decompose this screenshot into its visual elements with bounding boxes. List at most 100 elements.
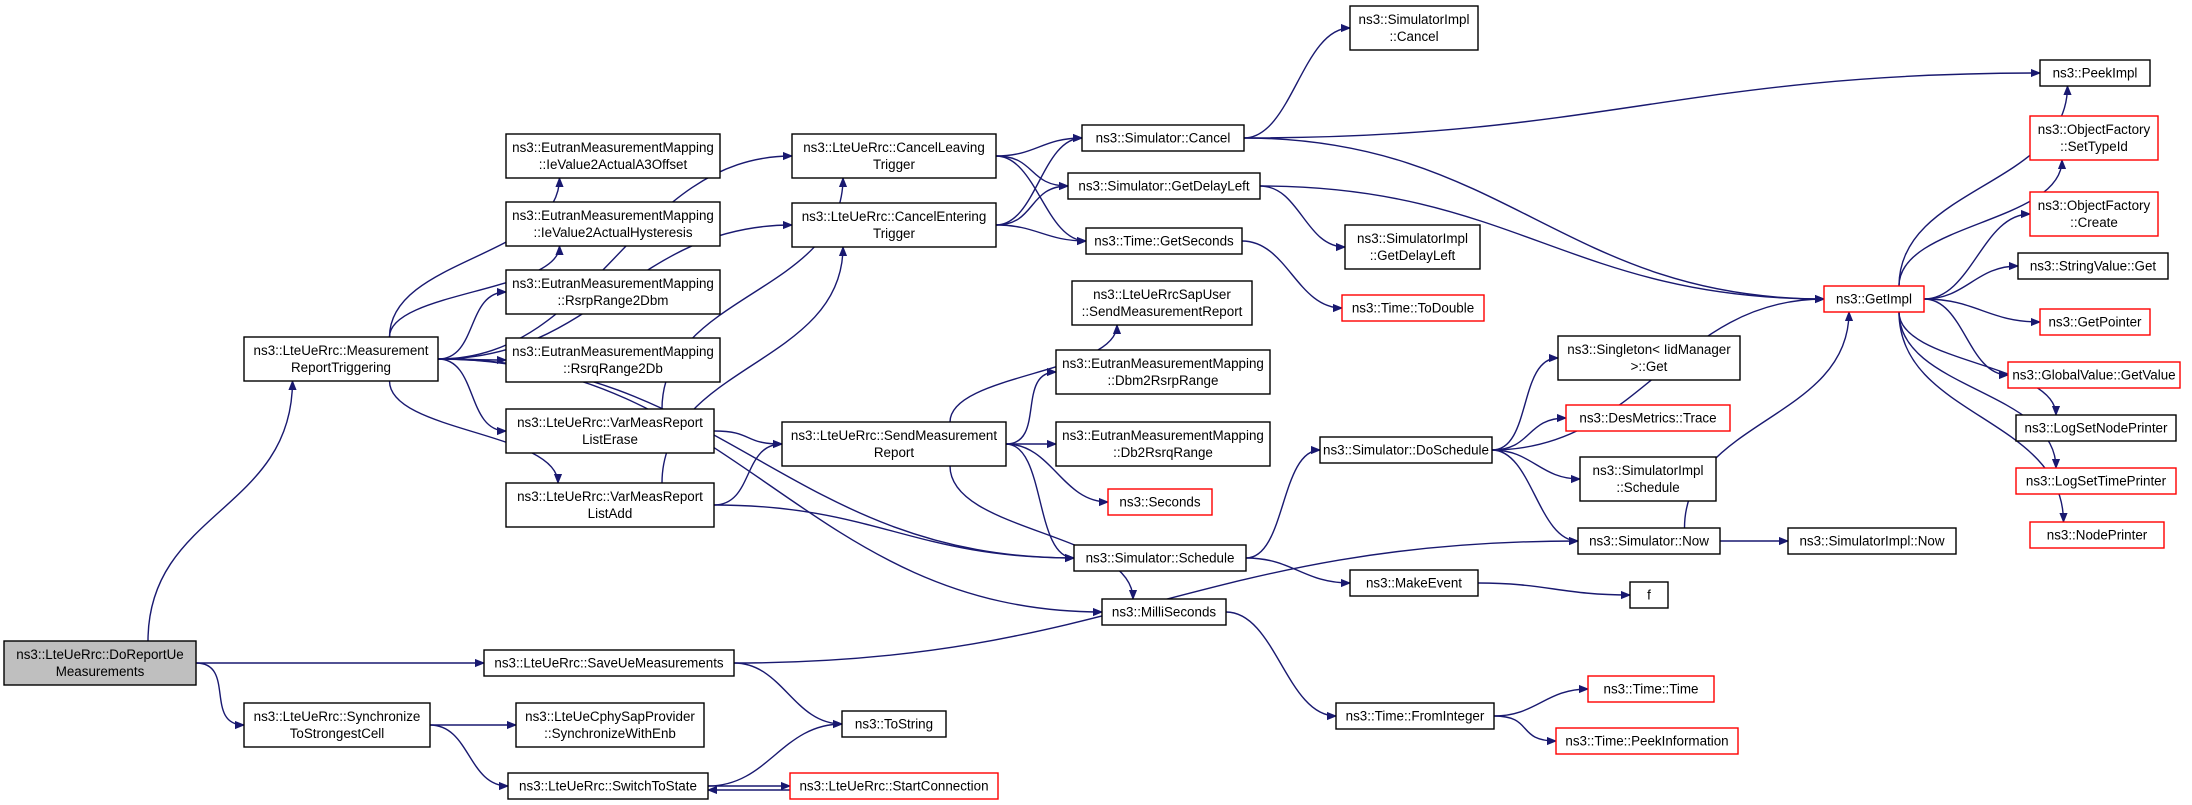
edge-time-get-seconds-to-time-to-double (1241, 240, 1342, 308)
node-seconds[interactable]: ns3::Seconds (1107, 488, 1213, 516)
edge-line (1898, 311, 2056, 468)
node-label: ns3::ObjectFactory (2038, 122, 2151, 137)
edge-line (437, 358, 506, 431)
node-label: ::Schedule (1616, 480, 1679, 495)
node-label: ns3::LteUeRrc::SendMeasurement (791, 428, 997, 443)
node-ie-value2-actual-a3-offset[interactable]: ns3::EutranMeasurementMapping::IeValue2A… (505, 133, 721, 179)
node-label: ns3::LteUeRrc::CancelEntering (802, 209, 987, 224)
node-node-printer[interactable]: ns3::NodePrinter (2029, 521, 2165, 549)
edge-line (707, 724, 842, 787)
node-label: ns3::Time::GetSeconds (1094, 234, 1234, 249)
edge-line (1245, 557, 1350, 583)
node-box (1067, 172, 1261, 200)
node-box (1629, 581, 1669, 609)
edge-measurement-report-triggering-to-cancel-leaving-trigger (437, 156, 792, 360)
node-time-peek-information[interactable]: ns3::Time::PeekInformation (1555, 727, 1739, 755)
node-measurement-report-triggering[interactable]: ns3::LteUeRrc::MeasurementReportTriggeri… (243, 336, 439, 382)
edge-line (995, 155, 1086, 241)
edge-simulator-cancel-to-get-impl (1243, 137, 1824, 299)
node-label: f (1647, 588, 1651, 603)
node-simulator-now[interactable]: ns3::Simulator::Now (1577, 527, 1721, 555)
node-ie-value2-actual-hysteresis[interactable]: ns3::EutranMeasurementMapping::IeValue2A… (505, 201, 721, 247)
node-label: ns3::PeekImpl (2053, 66, 2138, 81)
node-dbm2-rsrp-range[interactable]: ns3::EutranMeasurementMapping::Dbm2RsrpR… (1055, 349, 1271, 395)
edge-line (995, 138, 1082, 157)
edge-line (1491, 358, 1558, 451)
edge-line (995, 186, 1068, 226)
node-make-event[interactable]: ns3::MakeEvent (1349, 569, 1479, 597)
node-f[interactable]: f (1629, 581, 1669, 609)
node-log-set-time-printer[interactable]: ns3::LogSetTimePrinter (2015, 467, 2177, 495)
node-label: ns3::EutranMeasurementMapping (512, 344, 714, 359)
edge-cancel-entering-trigger-to-simulator-cancel (995, 138, 1082, 226)
edge-simulator-schedule-to-make-event (1245, 557, 1350, 583)
node-object-factory-set-type-id[interactable]: ns3::ObjectFactory::SetTypeId (2029, 115, 2159, 161)
node-simulator-impl-cancel[interactable]: ns3::SimulatorImpl::Cancel (1349, 5, 1479, 51)
node-to-string[interactable]: ns3::ToString (841, 710, 947, 738)
edge-line (995, 155, 1068, 186)
edge-line (949, 325, 1117, 423)
node-label: ns3::LteUeRrc::Measurement (254, 343, 429, 358)
node-des-metrics-trace[interactable]: ns3::DesMetrics::Trace (1565, 404, 1731, 432)
node-db2-rsrq-range[interactable]: ns3::EutranMeasurementMapping::Db2RsrqRa… (1055, 421, 1271, 467)
node-label: ns3::LteUeRrc::DoReportUe (16, 647, 183, 662)
node-label: ns3::Simulator::Now (1589, 534, 1709, 549)
node-label: ns3::Simulator::Cancel (1096, 131, 1231, 146)
node-box (3, 640, 197, 686)
node-synchronize-to-strongest-cell[interactable]: ns3::LteUeRrc::SynchronizeToStrongestCel… (243, 702, 431, 748)
node-simulator-cancel[interactable]: ns3::Simulator::Cancel (1081, 124, 1245, 152)
node-send-measurement-report-user[interactable]: ns3::LteUeRrcSapUser::SendMeasurementRep… (1071, 280, 1253, 326)
node-label: ns3::GetImpl (1836, 292, 1912, 307)
node-box (2029, 521, 2165, 549)
node-time-to-double[interactable]: ns3::Time::ToDouble (1341, 294, 1485, 322)
edge-cancel-leaving-trigger-to-simulator-get-delay-left (995, 155, 1068, 186)
node-log-set-node-printer[interactable]: ns3::LogSetNodePrinter (2015, 414, 2177, 442)
node-simulator-schedule[interactable]: ns3::Simulator::Schedule (1073, 544, 1247, 572)
node-box (2029, 191, 2159, 237)
node-label: ::SetTypeId (2060, 139, 2128, 154)
node-simulator-impl-schedule[interactable]: ns3::SimulatorImpl::Schedule (1579, 456, 1717, 502)
node-rsrp-range2-dbm[interactable]: ns3::EutranMeasurementMapping::RsrpRange… (505, 269, 721, 315)
node-simulator-get-delay-left[interactable]: ns3::Simulator::GetDelayLeft (1067, 172, 1261, 200)
node-get-impl[interactable]: ns3::GetImpl (1823, 285, 1925, 313)
node-simulator-impl-now[interactable]: ns3::SimulatorImpl::Now (1787, 527, 1957, 555)
node-box (1555, 727, 1739, 755)
node-peek-impl[interactable]: ns3::PeekImpl (2039, 59, 2151, 87)
node-singleton-get[interactable]: ns3::Singleton< IidManager>::Get (1557, 335, 1741, 381)
node-box (505, 337, 721, 383)
node-object-factory-create[interactable]: ns3::ObjectFactory::Create (2029, 191, 2159, 237)
node-save-ue-measurements[interactable]: ns3::LteUeRrc::SaveUeMeasurements (483, 649, 735, 677)
node-label: ns3::LteUeRrc::CancelLeaving (803, 140, 985, 155)
node-label: Trigger (873, 157, 915, 172)
node-switch-to-state[interactable]: ns3::LteUeRrc::SwitchToState (507, 772, 709, 800)
edge-get-impl-to-log-set-time-printer (1898, 311, 2056, 468)
node-string-value-get[interactable]: ns3::StringValue::Get (2017, 252, 2169, 280)
node-synchronize-with-enb[interactable]: ns3::LteUeCphySapProvider::SynchronizeWi… (515, 702, 705, 748)
node-label: ns3::Time::ToDouble (1352, 301, 1474, 316)
node-simulator-impl-get-delay-left[interactable]: ns3::SimulatorImpl::GetDelayLeft (1344, 224, 1481, 270)
node-start-connection[interactable]: ns3::LteUeRrc::StartConnection (789, 772, 999, 800)
node-get-pointer[interactable]: ns3::GetPointer (2039, 308, 2151, 336)
edge-simulator-cancel-to-peek-impl (1243, 73, 2040, 139)
node-global-value-get-value[interactable]: ns3::GlobalValue::GetValue (2007, 361, 2181, 389)
edge-line (1923, 298, 2008, 375)
node-send-measurement-report[interactable]: ns3::LteUeRrc::SendMeasurementReport (781, 421, 1007, 467)
node-time-get-seconds[interactable]: ns3::Time::GetSeconds (1085, 227, 1243, 255)
node-milli-seconds[interactable]: ns3::MilliSeconds (1101, 598, 1227, 626)
edge-line (1898, 311, 2056, 415)
node-box (1085, 227, 1243, 255)
node-time-from-integer[interactable]: ns3::Time::FromInteger (1335, 702, 1495, 730)
node-label: ns3::NodePrinter (2047, 528, 2148, 543)
node-label: ns3::LteUeRrc::Synchronize (254, 709, 421, 724)
edge-line (1923, 298, 2040, 322)
node-simulator-do-schedule[interactable]: ns3::Simulator::DoSchedule (1319, 436, 1493, 464)
node-label: ns3::EutranMeasurementMapping (512, 208, 714, 223)
node-time-time[interactable]: ns3::Time::Time (1587, 675, 1715, 703)
node-box (505, 408, 715, 454)
node-rsrq-range2-db[interactable]: ns3::EutranMeasurementMapping::RsrqRange… (505, 337, 721, 383)
